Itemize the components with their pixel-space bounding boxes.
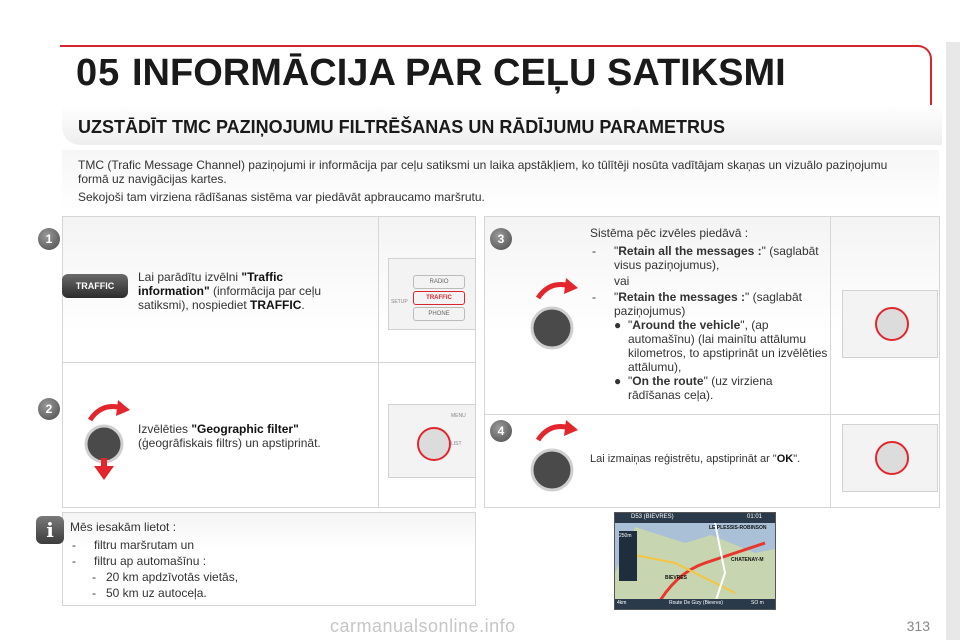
panel-divider (484, 414, 940, 415)
option-retain-messages-desc: (saglabāt paziņojumus) (614, 290, 802, 318)
option-retain-messages: Retain the messages : (618, 290, 745, 304)
rotary-knob-graphic (530, 420, 590, 500)
device-panel-traffic: RADIO TRAFFIC PHONE SETUP (388, 258, 476, 330)
step-3-or: vai (614, 274, 630, 288)
step-3-option-2: "Retain the messages :" (saglabāt paziņo… (614, 290, 802, 318)
step-3-lead: Sistēma pēc izvēles piedāvā : (590, 226, 749, 240)
page-number: 313 (906, 618, 930, 634)
map-scale: 250m (619, 533, 632, 539)
rotary-knob-graphic (530, 276, 590, 366)
header-frame (60, 45, 932, 105)
rotary-knob-graphic (82, 400, 142, 480)
map-current-road: Route De Gizy (Bievres) (669, 600, 723, 606)
tip-subitem-1: 20 km apdzīvotās vietās, (106, 570, 239, 584)
step-1-menu-name: "Traffic information" (138, 270, 284, 298)
bullet-dash: - (592, 290, 596, 304)
tip-panel (62, 512, 476, 606)
tip-item-1: filtru maršrutam un (94, 538, 195, 552)
rotate-press-icon (84, 400, 130, 480)
tip-lead: Mēs iesakām lietot : (70, 520, 177, 534)
step-1-text-suffix: . (301, 298, 305, 312)
subtitle-banner (62, 105, 942, 145)
tip-subitem-2: 50 km uz autoceļa. (106, 586, 207, 600)
bullet-dot: ● (614, 374, 622, 388)
step-badge-4: 4 (490, 420, 512, 442)
step-2-text: Izvēlēties "Geographic filter" (ģeogrāfi… (138, 422, 358, 450)
device-panel-knob (842, 290, 938, 358)
intro-paragraph-1: TMC (Trafic Message Channel) paziņojumi … (78, 158, 888, 186)
section-subtitle: UZSTĀDĪT TMC PAZIŅOJUMU FILTRĒŠANAS UN R… (78, 117, 725, 137)
chapter-title: INFORMĀCIJA PAR CEĻU SATIKSMI (132, 52, 786, 94)
map-clock: 01:01 (747, 514, 763, 520)
suboption-around-vehicle: Around the vehicle (632, 318, 741, 332)
panel-divider (62, 362, 476, 363)
step-2-text-prefix: Izvēlēties (138, 422, 192, 436)
bullet-dash: - (92, 570, 96, 584)
device-setup-key: SETUP (391, 299, 408, 305)
panel-divider-vertical (378, 216, 379, 508)
page-edge-stripe (946, 42, 960, 640)
step-3-suboption-1: "Around the vehicle", (ap automašīnu) (l… (628, 318, 828, 374)
step-1-text-prefix: Lai parādītu izvēlni (138, 270, 242, 284)
intro-box (62, 150, 939, 210)
device-panel-knob (842, 424, 938, 492)
rotate-knob-icon (530, 278, 578, 350)
bullet-dash: - (92, 586, 96, 600)
map-side-panel (619, 531, 637, 581)
map-place-plessis: LE PLESSIS-ROBINSON (709, 525, 767, 531)
map-graphic (615, 513, 775, 609)
device-phone-key: PHONE (413, 307, 465, 321)
step-4-text: Lai izmaiņas reģistrētu, apstiprināt ar … (590, 452, 826, 466)
step-3-option-1: "Retain all the messages :" (saglabāt vi… (614, 244, 819, 272)
step-badge-2: 2 (38, 398, 60, 420)
step-1-text: Lai parādītu izvēlni "Traffic informatio… (138, 270, 348, 312)
bullet-dash: - (592, 244, 596, 258)
device-traffic-key: TRAFFIC (413, 291, 465, 305)
step-2-option-name: "Geographic filter" (191, 422, 299, 436)
map-top-bar (615, 513, 775, 523)
device-menu-key: MENU (451, 413, 466, 419)
step-4-text-suffix: ". (793, 453, 801, 465)
device-jog-wheel (417, 427, 451, 461)
option-retain-all: Retain all the messages : (618, 244, 762, 258)
suboption-on-route: On the route (632, 374, 704, 388)
suboption-around-vehicle-desc: , (ap automašīnu) (lai mainītu attālumu … (628, 318, 828, 374)
step-1-text-middle: (informācija par ceļu satiksmi), nospied… (138, 284, 322, 312)
device-jog-wheel (875, 441, 909, 475)
bullet-dash: - (72, 538, 76, 552)
map-distance: 4km (617, 600, 627, 606)
device-list-key: LIST (451, 441, 462, 447)
step-badge-1: 1 (38, 228, 60, 250)
map-bottom-bar (615, 599, 775, 609)
ok-key-name: OK (776, 453, 794, 465)
navigation-map-screenshot: D53 (BIEVRES) 01:01 LE PLESSIS-ROBINSON … (614, 512, 776, 610)
step-badge-3: 3 (490, 228, 512, 250)
step-3-suboption-2: "On the route" (uz virziena rādīšanas ce… (628, 374, 773, 402)
suboption-on-route-desc: (uz virziena rādīšanas ceļa). (628, 374, 773, 402)
step-1-key-name: TRAFFIC (250, 298, 302, 312)
device-panel-knob: MENU LIST (388, 404, 476, 478)
map-road-name: D53 (BIEVRES) (631, 514, 674, 520)
panel-divider-vertical (830, 216, 831, 508)
step-4-text-prefix: Lai izmaiņas reģistrētu, apstiprināt ar … (590, 453, 777, 465)
map-speed: SO m (751, 600, 764, 606)
intro-paragraph-2: Sekojoši tam virziena rādīšanas sistēma … (78, 190, 485, 204)
chapter-number: 05 (76, 52, 121, 94)
map-place-bievres: BIEVRES (665, 575, 687, 581)
watermark: carmanualsonline.info (330, 616, 516, 636)
bullet-dash: - (72, 554, 76, 568)
tip-item-2: filtru ap automašīnu : (94, 554, 207, 568)
press-knob-icon (530, 420, 578, 492)
map-place-chatenay: CHATENAY-M (731, 557, 764, 563)
option-retain-all-desc: (saglabāt visus paziņojumus), (614, 244, 819, 272)
info-icon: i (36, 516, 64, 544)
device-radio-key: RADIO (413, 275, 465, 289)
step-2-text-suffix: (ģeogrāfiskais filtrs) un apstiprināt. (138, 436, 321, 450)
device-jog-wheel (875, 307, 909, 341)
bullet-dot: ● (614, 318, 622, 332)
traffic-button[interactable]: TRAFFIC (62, 274, 128, 298)
